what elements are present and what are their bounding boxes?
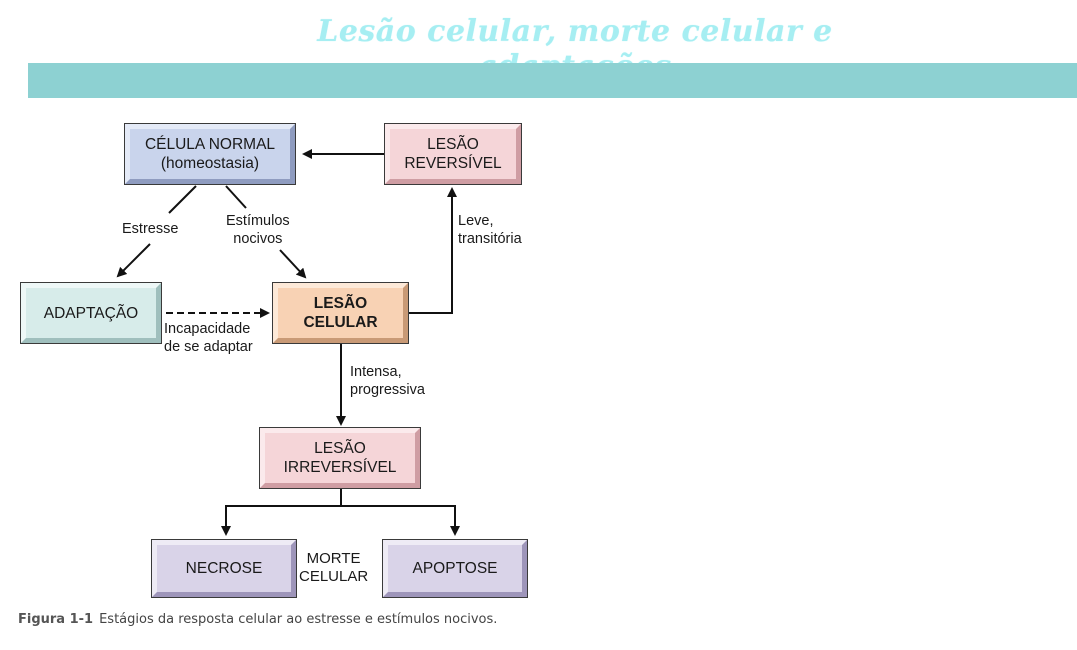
node-normal-cell: CÉLULA NORMAL (homeostasia) [124,123,296,185]
arrow-to-necrosis [221,489,342,536]
figure-caption-text: Estágios da resposta celular ao estresse… [99,612,498,627]
label-mild: Leve, transitória [458,212,522,248]
label-fail-to-adapt: Incapacidade de se adaptar [164,320,253,356]
label-stress: Estresse [122,221,179,237]
label-harmful-1: Estímulos [226,213,290,229]
node-apoptosis: APOPTOSE [382,539,528,598]
label-severe-2: progressiva [350,382,425,398]
node-reversible-injury: LESÃO REVERSÍVEL [384,123,522,185]
arrow-mild [409,187,457,314]
arrow-stress [168,185,197,214]
header-band [28,63,1077,98]
node-adaptation-label: ADAPTAÇÃO [43,304,139,322]
node-necrosis-label: NECROSE [185,560,263,577]
label-death-2: CELULAR [299,568,369,585]
node-apoptosis-label: APOPTOSE [412,560,498,577]
node-irreversible-line1: LESÃO [314,440,366,457]
node-irreversible-injury: LESÃO IRREVERSÍVEL [259,427,421,489]
label-death-1: MORTE [306,550,361,567]
label-severe-1: Intensa, [350,364,402,380]
node-cell-injury: LESÃO CELULAR [272,282,409,344]
label-severe: Intensa, progressiva [350,363,425,399]
label-fail-1: Incapacidade [164,321,251,337]
arrow-stress-head [116,243,151,278]
node-injury-line1: LESÃO [313,295,368,312]
node-irreversible-line2: IRREVERSÍVEL [283,459,397,476]
node-normal-line2: (homeostasia) [160,155,260,172]
arrow-harmful [225,185,247,209]
label-harmful: Estímulos nocivos [226,212,290,248]
label-harmful-2: nocivos [233,231,283,247]
figure-caption: Figura 1-1 Estágios da resposta celular a… [18,611,498,628]
label-mild-1: Leve, [458,213,494,229]
node-reversible-line2: REVERSÍVEL [404,155,502,172]
arrow-to-apoptosis [341,505,460,536]
label-fail-2: de se adaptar [164,339,253,355]
label-mild-2: transitória [458,231,522,247]
node-reversible-line1: LESÃO [427,136,479,153]
figure-number: Figura 1-1 [18,612,94,627]
node-adaptation: ADAPTAÇÃO [20,282,162,344]
arrow-harmful-head [279,249,307,279]
node-necrosis: NECROSE [151,539,297,598]
node-normal-line1: CÉLULA NORMAL [144,136,276,153]
node-injury-line2: CELULAR [303,314,378,331]
